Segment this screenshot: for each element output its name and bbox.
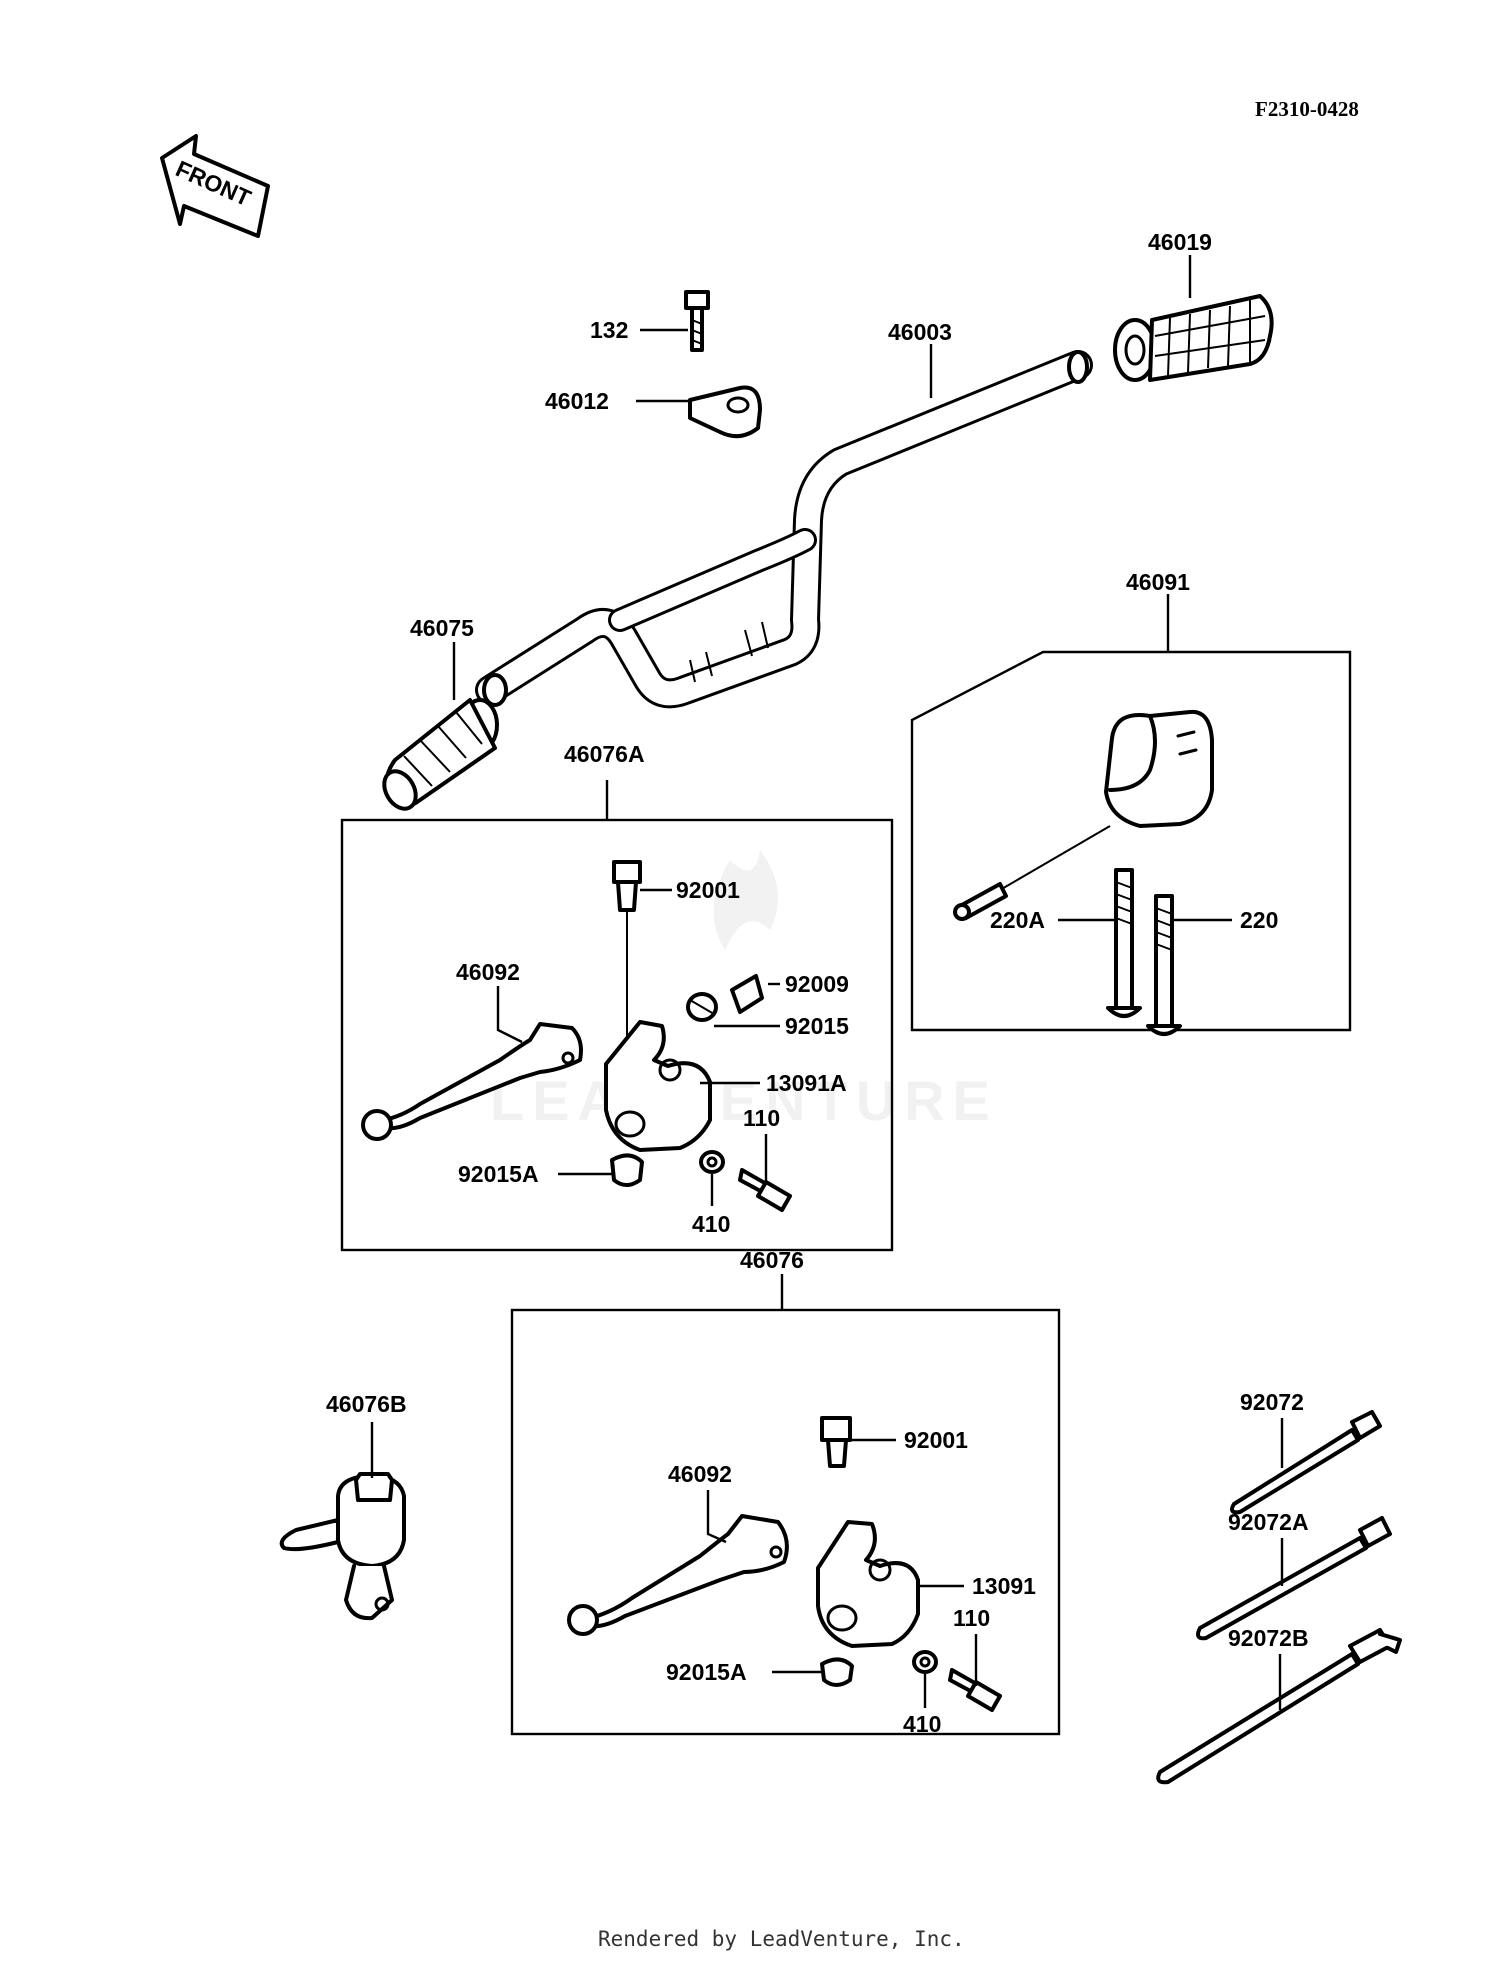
lever-46092-lower [567,1514,789,1636]
label-220A: 220A [990,907,1045,933]
adjuster-92009-92015 [686,974,764,1022]
label-92001-lower: 92001 [904,1427,968,1453]
label-46003: 46003 [888,319,952,345]
grip-46075 [382,698,499,811]
washer-410-upper [699,1150,725,1174]
label-92072B: 92072B [1228,1625,1309,1651]
lever-holder-assembly-46076B [279,1472,406,1621]
cable-tie-92072B [1156,1628,1402,1785]
label-410-upper: 410 [692,1211,730,1237]
label-46075: 46075 [410,615,474,641]
label-410-lower: 410 [903,1711,941,1737]
label-92072A: 92072A [1228,1509,1309,1535]
label-92009: 92009 [785,971,849,997]
pivot-bolt-92001-upper [612,860,642,1040]
switch-assembly-46091 [953,709,1214,921]
footer-credit: Rendered by LeadVenture, Inc. [598,1927,965,1951]
assembly-box-46076 [510,1308,1061,1736]
label-46019: 46019 [1148,229,1212,255]
label-46091: 46091 [1126,569,1190,595]
label-13091: 13091 [972,1573,1036,1599]
assembly-box-46076A [340,818,894,1252]
label-46076B: 46076B [326,1391,407,1417]
screw-220A [1106,868,1142,1018]
lever-46092-upper [361,1022,583,1141]
handlebar-clamp-46012 [688,385,762,439]
callout-labels: 46019 132 46003 46012 46075 46091 46076A… [326,229,1309,1737]
watermark-text: LEADVENTURE [490,1069,998,1132]
label-220: 220 [1240,907,1278,933]
cable-tie-92072 [1230,1410,1382,1515]
bolt-110-lower [948,1668,1002,1712]
leader-lines [370,255,1284,1710]
screw-220 [1146,894,1182,1036]
assembly-box-46091 [910,650,1352,1032]
label-92072: 92072 [1240,1389,1304,1415]
label-92015A-lower: 92015A [666,1659,747,1685]
label-46092-lower: 46092 [668,1461,732,1487]
label-92015A-upper: 92015A [458,1161,539,1187]
bolt-132 [684,290,710,352]
grip-46019 [1113,294,1274,382]
label-46076: 46076 [740,1247,804,1273]
dust-cover-92015A-lower [820,1657,854,1687]
label-46076A: 46076A [564,741,645,767]
label-110-lower: 110 [953,1605,990,1631]
watermark: LEADVENTURE [490,850,998,1132]
lever-holder-13091 [816,1520,920,1648]
label-13091A: 13091A [766,1070,847,1096]
figure-code: F2310-0428 [1255,97,1359,121]
label-46012: 46012 [545,388,609,414]
pivot-bolt-92001-lower [820,1416,852,1468]
cable-tie-92072A [1196,1516,1392,1641]
label-132: 132 [590,317,628,343]
label-110-upper: 110 [743,1105,780,1131]
label-92001-upper: 92001 [676,877,740,903]
lever-holder-13091A [604,1020,712,1152]
handlebar-46003 [475,350,1093,709]
washer-410-lower [912,1650,938,1674]
label-46092-upper: 46092 [456,959,520,985]
front-arrow-icon: FRONT [160,134,270,238]
dust-cover-92015A-upper [610,1153,644,1187]
label-92015: 92015 [785,1013,849,1039]
bolt-110-upper [738,1168,792,1212]
